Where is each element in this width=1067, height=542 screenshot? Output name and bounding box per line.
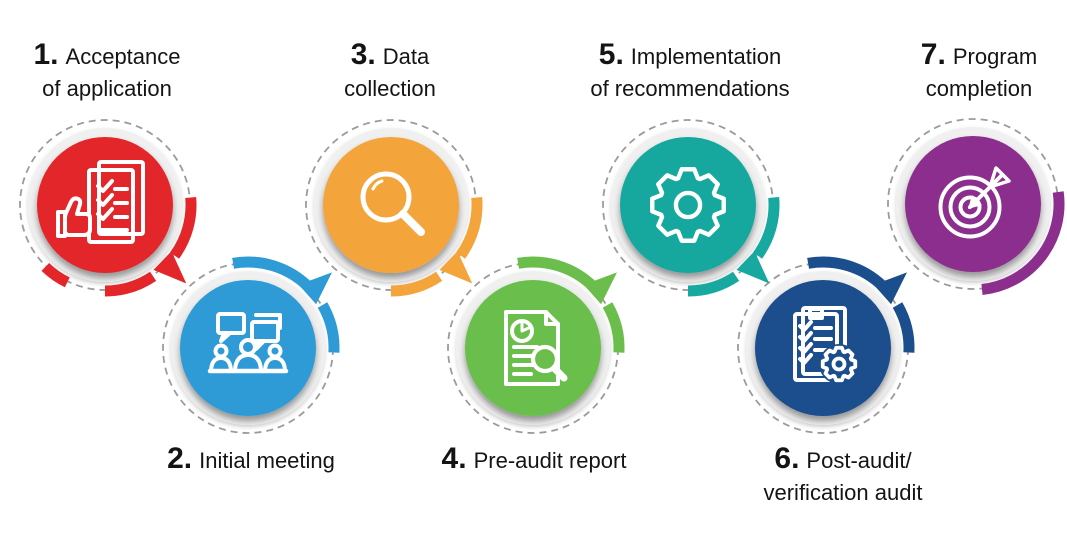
step-2-title: 2.Initial meeting xyxy=(167,442,335,475)
step-3-number: 3. xyxy=(350,38,376,71)
step-7-label: 7.Program completion xyxy=(839,40,1067,103)
small-gear-icon xyxy=(820,345,858,383)
magnifier-icon xyxy=(360,171,425,236)
step-5-title: 5.Implementation xyxy=(598,38,782,71)
step-4-label: 4.Pre-audit report xyxy=(394,444,674,478)
step-4-title: 4.Pre-audit report xyxy=(441,442,627,475)
step-4-circle xyxy=(447,262,619,434)
step-2-number: 2. xyxy=(167,442,193,475)
step-5-label: 5.Implementation of recommendations xyxy=(550,40,830,103)
step-3-circle xyxy=(305,119,477,291)
step-6-number: 6. xyxy=(774,442,800,475)
arc-step-2 xyxy=(232,256,312,291)
step-7-title-line2: completion xyxy=(925,76,1033,101)
step-7-circle xyxy=(887,118,1059,290)
gear-backing xyxy=(819,344,859,384)
arc-step-1 xyxy=(170,197,197,259)
step-6-title-line2: verification audit xyxy=(763,480,923,505)
step-5-circle xyxy=(602,119,774,291)
step-6-title: 6.Post-audit/ xyxy=(774,442,912,475)
step-1-number: 1. xyxy=(33,38,59,71)
arrowhead-step-2 xyxy=(298,272,332,305)
gear-icon xyxy=(650,167,726,243)
step-2-disc xyxy=(180,280,316,416)
arc-step-3 xyxy=(456,197,483,259)
step-3-title: 3.Data xyxy=(350,38,430,71)
step-1-circle xyxy=(19,119,191,291)
arrowhead-step-4 xyxy=(583,272,617,305)
step-1-label: 1.Acceptance of application xyxy=(0,40,247,103)
step-6-circle xyxy=(737,262,909,434)
clipboard-thumbs-up-icon xyxy=(56,160,145,244)
step-2-label: 2.Initial meeting xyxy=(111,444,391,478)
dart-fletching xyxy=(988,166,1011,189)
step-5-title-line2: of recommendations xyxy=(590,76,790,101)
connector-arrows xyxy=(41,191,1065,353)
arc-step-7 xyxy=(981,191,1065,295)
step-3-label: 3.Data collection xyxy=(250,40,530,103)
target-dart-icon xyxy=(938,166,1011,239)
arrowhead-step-6 xyxy=(873,272,907,305)
dart-tip xyxy=(968,195,982,209)
checklist-gear-icon xyxy=(793,306,859,384)
step-6-label: 6.Post-audit/ verification audit xyxy=(703,444,983,507)
arc-step-4 xyxy=(517,256,597,291)
arc-step-6 xyxy=(807,256,887,291)
step-1-title-line2: of application xyxy=(42,76,172,101)
arrowhead-step-3 xyxy=(439,251,473,284)
step-5-number: 5. xyxy=(598,38,624,71)
step-7-title: 7.Program xyxy=(920,38,1038,71)
arc-step-5 xyxy=(753,197,780,259)
thumbs-up-hand xyxy=(63,196,92,237)
meeting-chat-icon xyxy=(207,312,289,374)
report-magnifier-icon xyxy=(504,310,568,386)
lens xyxy=(530,344,560,374)
step-3-disc xyxy=(323,137,459,273)
step-7-number: 7. xyxy=(920,38,946,71)
step-2-circle xyxy=(162,262,334,434)
step-4-number: 4. xyxy=(441,442,467,475)
arrowhead-step-5 xyxy=(736,251,770,284)
step-5-disc xyxy=(620,137,756,273)
step-1-title: 1.Acceptance xyxy=(33,38,181,71)
step-3-title-line2: collection xyxy=(344,76,436,101)
arrowhead-step-1 xyxy=(153,251,187,284)
